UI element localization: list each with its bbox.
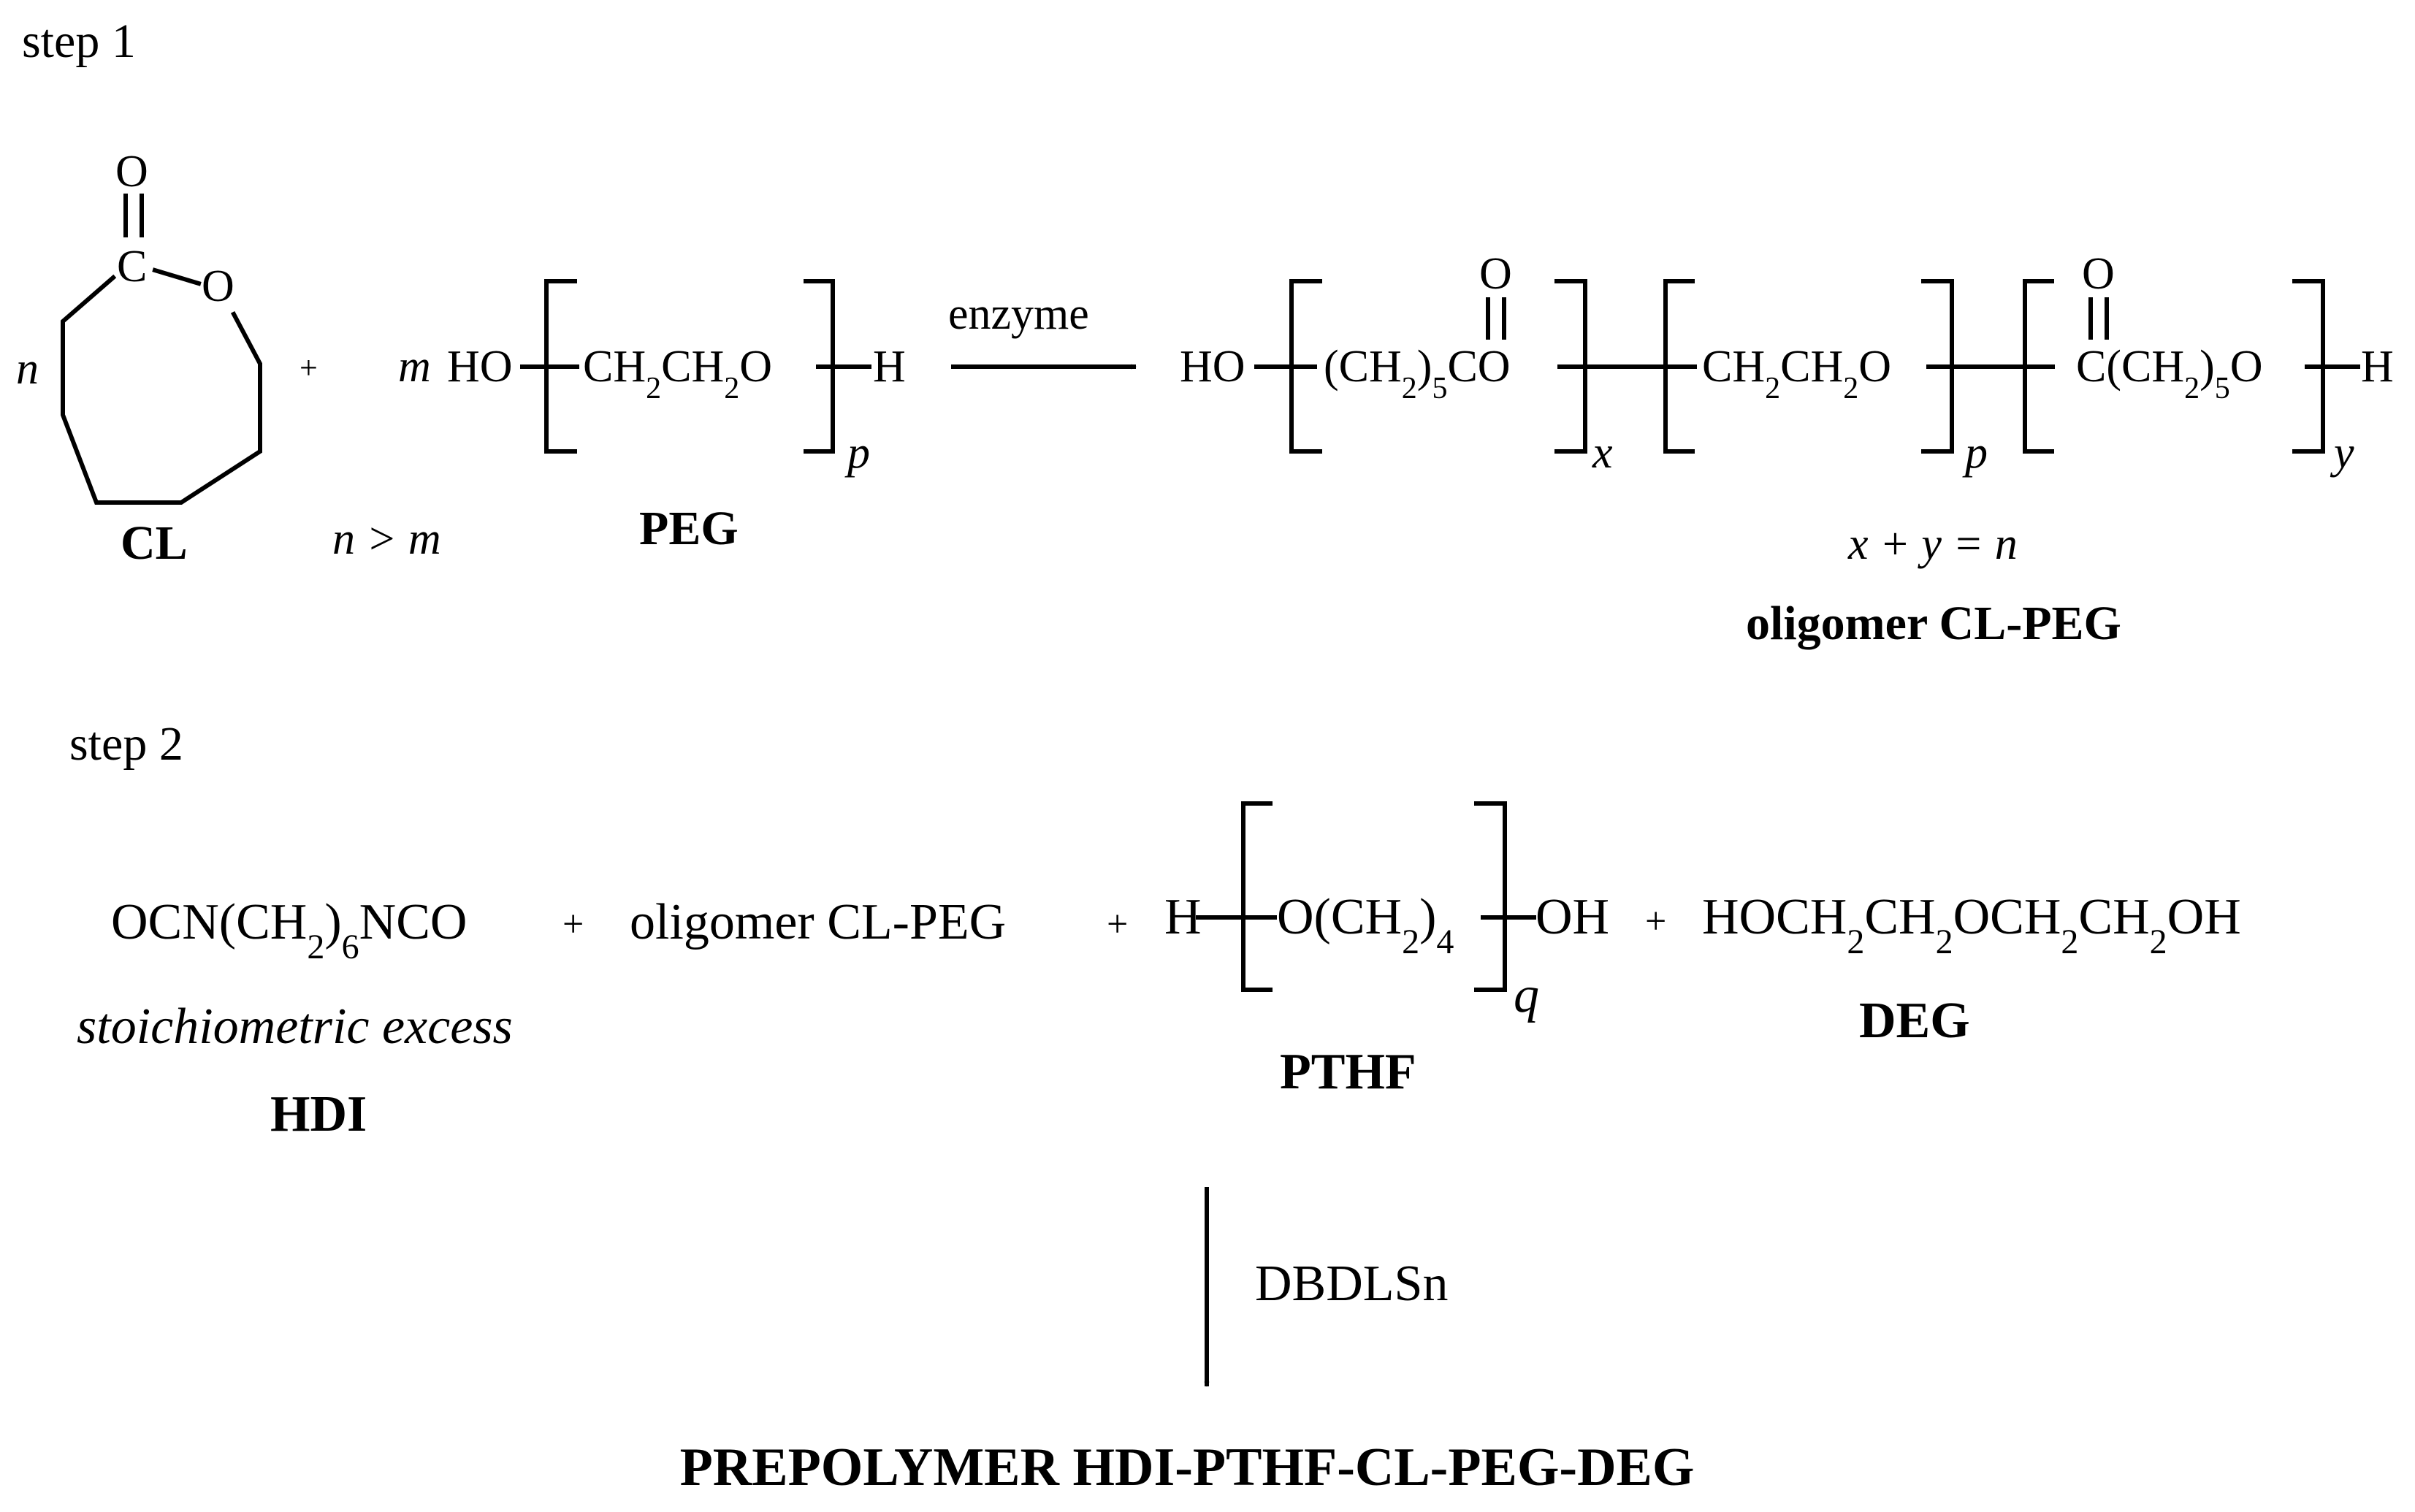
cl-n-label: n xyxy=(16,344,39,394)
step1-label: step 1 xyxy=(22,15,136,68)
product-unit1-oxygen: O xyxy=(1479,249,1512,299)
pthf-q: q xyxy=(1514,967,1539,1023)
cl-carbonyl-carbon: C xyxy=(117,242,147,291)
oligomer-product-structure: HO (CH2)5CO O x CH2CH2O p O C(CH2)5O y H… xyxy=(1180,249,2394,650)
peg-ho: HO xyxy=(447,342,513,392)
step2-label: step 2 xyxy=(69,717,183,771)
pthf-repeat: O(CH2)4 xyxy=(1277,889,1454,961)
hdi-note: stoichiometric excess xyxy=(77,999,513,1055)
product-x: x xyxy=(1592,428,1613,478)
cl-structure: O C O n CL xyxy=(16,147,262,570)
peg-m: m xyxy=(398,342,431,392)
peg-h: H xyxy=(873,342,906,392)
product-bracket-y-left xyxy=(2023,279,2054,454)
product-name: oligomer CL-PEG xyxy=(1746,597,2121,650)
hdi-formula: OCN(CH2)6NCO xyxy=(111,894,467,966)
product-bracket-p-left xyxy=(1663,279,1695,454)
final-product: PREPOLYMER HDI-PTHF-CL-PEG-DEG xyxy=(680,1437,1695,1497)
product-unit2: CH2CH2O xyxy=(1702,342,1891,405)
pthf-structure: H O(CH2)4 OH q PTHF xyxy=(1164,801,1609,1100)
deg-formula: HOCH2CH2OCH2CH2OH xyxy=(1702,889,2241,961)
peg-p: p xyxy=(844,428,870,478)
product-p: p xyxy=(1962,428,1988,478)
deg-name: DEG xyxy=(1859,993,1970,1049)
plus-hdi: + xyxy=(562,904,584,945)
product-unit3: C(CH2)5O xyxy=(2076,342,2263,405)
product-unit3-oxygen: O xyxy=(2082,249,2115,299)
pthf-bracket-left xyxy=(1241,801,1273,992)
plus-oligomer: + xyxy=(1107,904,1128,945)
product-y: y xyxy=(2330,428,2354,478)
pthf-bracket-right xyxy=(1474,801,1507,992)
cl-ring-bonds xyxy=(61,274,262,505)
oligomer-reactant: oligomer CL-PEG xyxy=(630,894,1006,950)
hdi-name: HDI xyxy=(270,1086,367,1142)
plus-pthf: + xyxy=(1645,901,1666,942)
peg-repeat: CH2CH2O xyxy=(583,342,772,405)
cl-name: CL xyxy=(121,516,188,570)
pthf-h: H xyxy=(1164,889,1202,945)
pthf-name: PTHF xyxy=(1280,1044,1416,1100)
deg-structure: HOCH2CH2OCH2CH2OH DEG xyxy=(1702,889,2241,1049)
product-unit1: (CH2)5CO xyxy=(1324,342,1511,405)
peg-structure: m HO CH2CH2O H p PEG xyxy=(398,279,906,555)
product-bracket-x-left xyxy=(1289,279,1322,454)
condition-n-gt-m: n > m xyxy=(332,514,441,564)
cl-ring-oxygen: O xyxy=(202,261,234,311)
product-equation: x + y = n xyxy=(1847,519,2018,569)
hdi-structure: OCN(CH2)6NCO stoichiometric excess HDI xyxy=(77,894,513,1142)
product-h: H xyxy=(2361,342,2394,392)
peg-name: PEG xyxy=(639,502,739,555)
pthf-oh: OH xyxy=(1535,889,1609,945)
cl-carbonyl-oxygen: O xyxy=(115,147,148,196)
catalyst-label: DBDLSn xyxy=(1255,1256,1448,1312)
cl-bond-c-o xyxy=(152,267,202,286)
arrow-label-enzyme: enzyme xyxy=(948,289,1089,339)
plus-step1: + xyxy=(300,350,318,386)
product-ho: HO xyxy=(1180,342,1245,392)
peg-bracket-left xyxy=(544,279,577,454)
